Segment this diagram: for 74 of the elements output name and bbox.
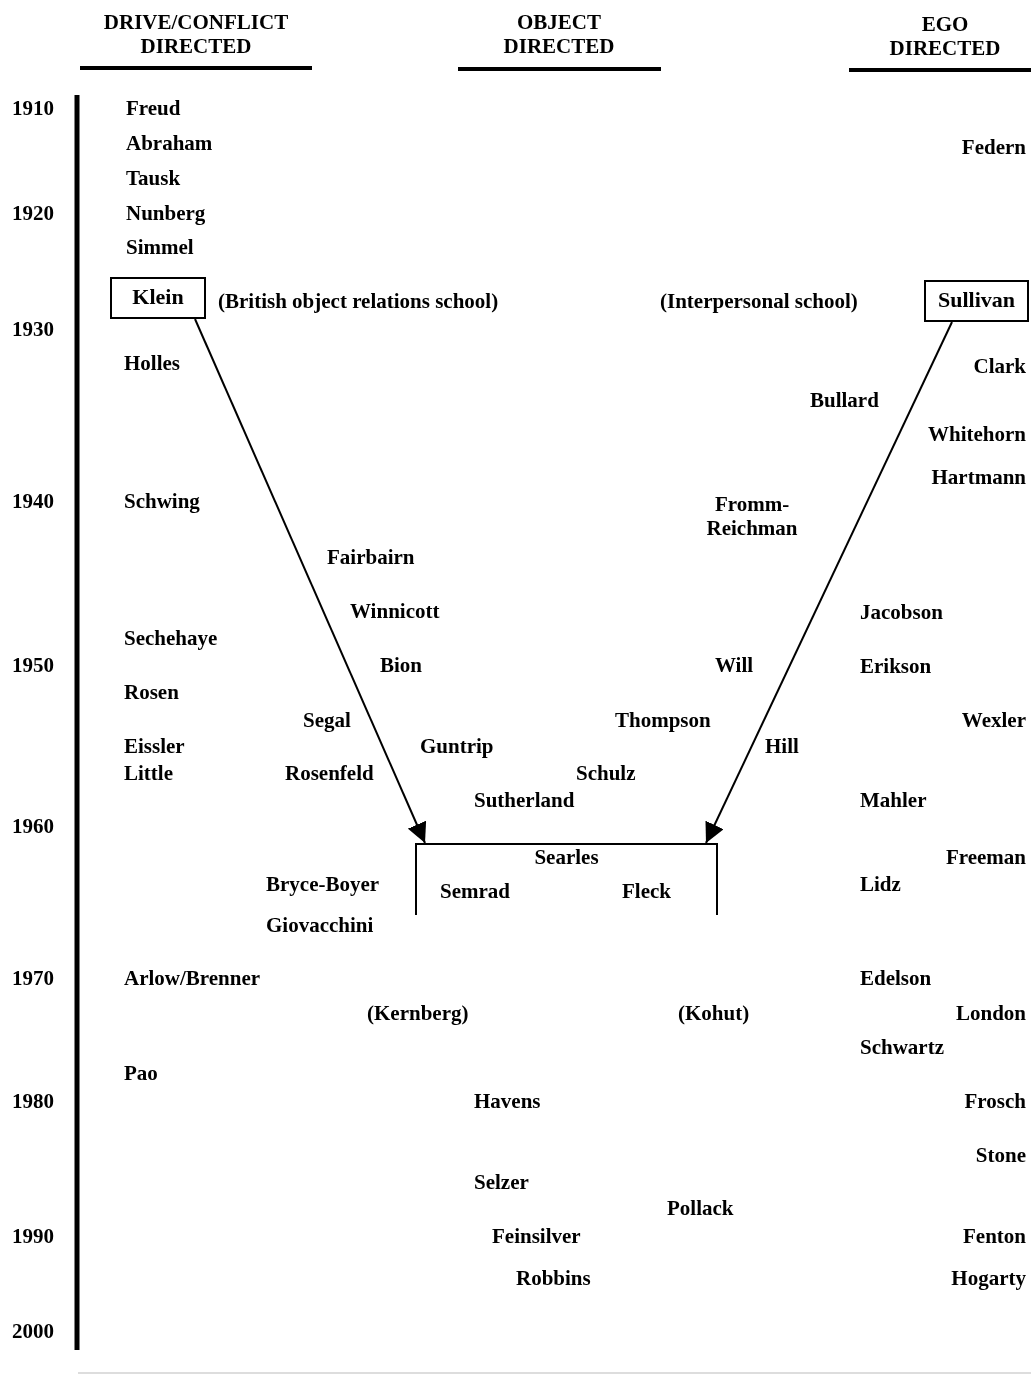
name-label: Thompson <box>615 708 711 732</box>
year-label: 1940 <box>12 489 54 513</box>
name-label: Eissler <box>124 734 185 758</box>
name-label: Freeman <box>945 845 1026 869</box>
year-label: 1990 <box>12 1224 54 1248</box>
name-label: Guntrip <box>420 734 494 758</box>
year-label: 1930 <box>12 317 54 341</box>
name-label: Segal <box>303 708 351 732</box>
name-label: Fromm- Reichman <box>705 492 799 540</box>
name-label: (British object relations school) <box>218 289 499 313</box>
year-label: 1960 <box>12 814 54 838</box>
name-label: Giovacchini <box>266 913 374 937</box>
name-label: Bion <box>380 653 423 677</box>
name-label: (Interpersonal school) <box>660 289 858 313</box>
name-label: Frosch <box>964 1089 1026 1113</box>
name-label: Freud <box>126 96 181 120</box>
year-label: 1950 <box>12 653 54 677</box>
name-label: Mahler <box>860 788 927 812</box>
name-label: (Kernberg) <box>367 1001 469 1025</box>
name-label: Sechehaye <box>124 626 218 650</box>
name-label: Robbins <box>516 1266 591 1290</box>
name-label: Fairbairn <box>327 545 415 569</box>
name-label: Sutherland <box>474 788 575 812</box>
name-box: Sullivan <box>924 280 1029 322</box>
name-label: Erikson <box>860 654 932 678</box>
name-label: Wexler <box>961 708 1026 732</box>
name-label: Semrad <box>440 879 510 903</box>
name-label: Lidz <box>860 872 901 896</box>
name-label: Rosen <box>124 680 179 704</box>
name-label: Abraham <box>126 131 213 155</box>
name-label: Hartmann <box>931 465 1026 489</box>
name-label: Stone <box>975 1143 1026 1167</box>
name-label: Winnicott <box>350 599 440 623</box>
name-label: Nunberg <box>126 201 206 225</box>
column-heading: OBJECT DIRECTED <box>502 10 616 58</box>
name-label: Simmel <box>126 235 194 259</box>
arrow <box>705 321 953 844</box>
name-label: Searles <box>533 845 600 869</box>
name-label: Arlow/Brenner <box>124 966 261 990</box>
name-label: Rosenfeld <box>285 761 374 785</box>
year-label: 2000 <box>12 1319 54 1343</box>
arrow <box>194 318 427 844</box>
name-label: Fenton <box>963 1224 1026 1248</box>
name-label: Clark <box>973 354 1026 378</box>
name-label: Little <box>124 761 173 785</box>
name-label: Hogarty <box>951 1266 1026 1290</box>
name-label: London <box>955 1001 1026 1025</box>
name-label: Edelson <box>860 966 932 990</box>
name-label: Pao <box>124 1061 158 1085</box>
year-label: 1920 <box>12 201 54 225</box>
name-label: Hill <box>765 734 799 758</box>
name-box: Klein <box>110 277 206 319</box>
year-label: 1910 <box>12 96 54 120</box>
name-label: Feinsilver <box>492 1224 581 1248</box>
name-label: Bullard <box>810 388 879 412</box>
name-label: Federn <box>961 135 1026 159</box>
year-label: 1970 <box>12 966 54 990</box>
name-label: Holles <box>124 351 180 375</box>
name-label: Schwartz <box>860 1035 944 1059</box>
name-label: Selzer <box>474 1170 529 1194</box>
name-label: Havens <box>474 1089 541 1113</box>
name-label: Pollack <box>667 1196 734 1220</box>
name-label: Jacobson <box>860 600 943 624</box>
name-label: Schwing <box>124 489 200 513</box>
name-label: Will <box>715 653 754 677</box>
name-label: Bryce-Boyer <box>266 872 380 896</box>
name-label: (Kohut) <box>678 1001 750 1025</box>
column-heading: DRIVE/CONFLICT DIRECTED <box>102 10 290 58</box>
name-label: Schulz <box>576 761 636 785</box>
name-label: Whitehorn <box>928 422 1026 446</box>
name-label: Tausk <box>126 166 181 190</box>
name-label: Fleck <box>622 879 671 903</box>
column-heading: EGO DIRECTED <box>888 12 1002 60</box>
year-label: 1980 <box>12 1089 54 1113</box>
